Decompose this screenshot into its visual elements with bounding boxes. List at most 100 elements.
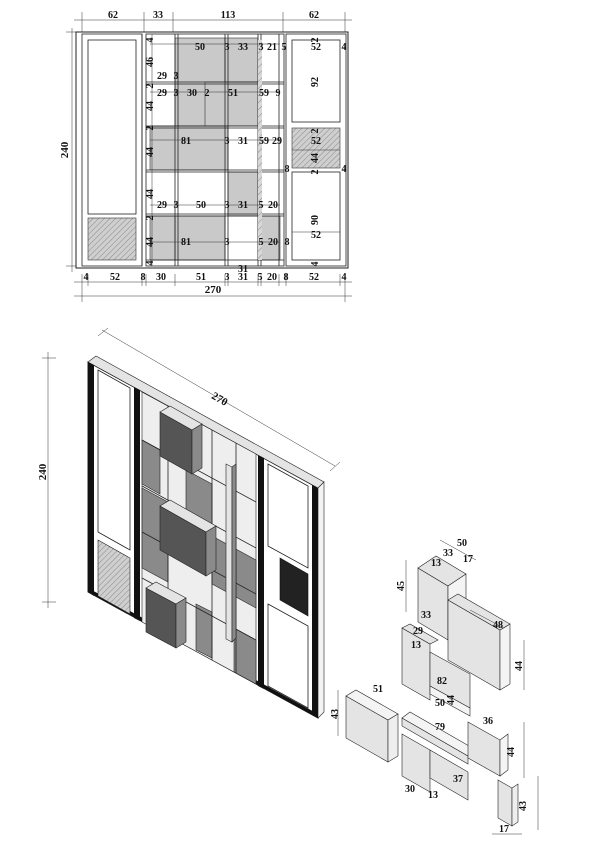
plan-label-p49: 5 — [259, 237, 264, 248]
exploded-label-e21: 13 — [428, 790, 438, 801]
plan-label-p47: 81 — [181, 237, 191, 248]
iso-width-dim: 270 — [209, 390, 230, 409]
plan-label-p41: 5 — [259, 200, 264, 211]
iso-box-top — [159, 405, 203, 475]
exploded-label-e23: 17 — [499, 824, 509, 835]
exploded-view: 50 33 17 13 45 48 33 29 13 44 82 44 50 5… — [330, 538, 539, 835]
exploded-label-e16: 79 — [435, 722, 445, 733]
iso-vertical-column — [225, 463, 233, 643]
exploded-label-e5: 45 — [396, 581, 407, 591]
plan-label-p51: 8 — [285, 237, 290, 248]
plan-bottom-dim-12: 4 — [342, 272, 347, 283]
plan-label-p27: 29 — [272, 136, 282, 147]
exploded-label-e8: 29 — [413, 626, 423, 637]
plan-label-p40: 31 — [238, 200, 248, 211]
plan-label-p3: 33 — [238, 42, 248, 53]
plan-bottom-dim-8: 5 — [258, 272, 263, 283]
plan-bottom-dimension-line — [74, 274, 352, 302]
plan-label-p19: 59 — [259, 88, 269, 99]
plan-label-p29: 52 — [311, 136, 321, 147]
plan-label-p54: 4 — [310, 262, 321, 267]
plan-label-p10: 46 — [145, 57, 156, 67]
exploded-piece-middle — [401, 623, 471, 717]
plan-label-p30: 44 — [310, 153, 321, 163]
plan-label-p2: 3 — [225, 42, 230, 53]
plan-left-hatched-panel — [87, 217, 137, 261]
exploded-label-e22: 43 — [518, 801, 529, 811]
exploded-label-e13: 50 — [435, 698, 445, 709]
plan-total-width: 270 — [205, 284, 222, 296]
exploded-piece-slab — [345, 689, 399, 763]
exploded-label-e9: 13 — [411, 640, 421, 651]
plan-label-p5: 21 — [267, 42, 277, 53]
plan-label-p31: 44 — [145, 147, 156, 157]
plan-label-p14: 29 — [157, 88, 167, 99]
plan-label-p39: 3 — [225, 200, 230, 211]
plan-bottom-dim-9: 20 — [267, 272, 277, 283]
plan-label-p35: 44 — [145, 189, 156, 199]
exploded-label-e10: 44 — [514, 661, 525, 671]
plan-label-p32: 8 — [285, 164, 290, 175]
plan-label-p21: 44 — [145, 101, 156, 111]
iso-height-dim: 240 — [37, 463, 49, 480]
plan-label-p36: 29 — [157, 200, 167, 211]
exploded-label-e12: 44 — [446, 695, 457, 705]
plan-label-p52: 4 — [145, 261, 156, 266]
exploded-label-e17: 36 — [483, 716, 493, 727]
plan-top-dimension-line — [74, 12, 352, 34]
plan-bottom-dim-5: 51 — [196, 272, 206, 283]
plan-right-panel — [285, 33, 347, 267]
plan-right-hatched-panel — [291, 127, 341, 169]
plan-top-dim-1: 62 — [108, 10, 118, 21]
exploded-label-e20: 30 — [405, 784, 415, 795]
plan-bottom-dim-11: 52 — [309, 272, 319, 283]
plan-label-p18: 51 — [228, 88, 238, 99]
exploded-label-e2: 33 — [443, 548, 453, 559]
plan-label-p34: 4 — [342, 164, 347, 175]
plan-label-p37: 3 — [174, 200, 179, 211]
plan-bottom-dim-2: 52 — [110, 272, 120, 283]
plan-label-p55: 2 — [145, 84, 156, 89]
plan-top-dim-3: 113 — [221, 10, 235, 21]
exploded-label-e3: 17 — [463, 554, 473, 565]
plan-bottom-dim-4: 30 — [156, 272, 166, 283]
plan-label-p43: 90 — [310, 215, 321, 225]
plan-label-p13: 92 — [310, 77, 321, 87]
plan-bottom-dim-3: 8 — [141, 272, 146, 283]
exploded-label-e15: 43 — [330, 709, 341, 719]
plan-label-p45: 52 — [311, 230, 321, 241]
exploded-label-e7: 33 — [421, 610, 431, 621]
exploded-label-e14: 51 — [373, 684, 383, 695]
isometric-view: 240 270 — [37, 327, 341, 719]
exploded-label-e6: 48 — [493, 620, 503, 631]
exploded-piece-top — [417, 555, 511, 691]
plan-label-p23: 81 — [181, 136, 191, 147]
plan-label-p16: 30 — [187, 88, 197, 99]
plan-label-p6: 5 — [282, 42, 287, 53]
plan-label-p12: 3 — [174, 71, 179, 82]
plan-label-p9: 4 — [145, 38, 156, 43]
iso-box-bottom — [145, 581, 187, 649]
plan-label-p48: 3 — [225, 237, 230, 248]
plan-label-p7: 52 — [311, 42, 321, 53]
plan-label-p44: 2 — [145, 216, 156, 221]
plan-view: 62 33 113 62 240 — [59, 10, 352, 302]
plan-label-p8: 4 — [342, 42, 347, 53]
exploded-label-e19: 37 — [453, 774, 463, 785]
plan-label-p1: 50 — [195, 42, 205, 53]
exploded-label-e4: 13 — [431, 558, 441, 569]
exploded-piece-lower — [401, 711, 509, 801]
plan-label-p42: 20 — [268, 200, 278, 211]
exploded-label-e1: 50 — [457, 538, 467, 549]
plan-height-dim: 240 — [59, 141, 71, 158]
plan-label-p11: 29 — [157, 71, 167, 82]
plan-label-p28: 2 — [310, 129, 321, 134]
plan-label-p53: 31 — [238, 264, 248, 275]
plan-label-p20: 9 — [276, 88, 281, 99]
plan-label-p38: 50 — [196, 200, 206, 211]
exploded-piece-small — [497, 779, 519, 827]
plan-label-p17: 2 — [205, 88, 210, 99]
plan-label-p33: 2 — [310, 170, 321, 175]
plan-central-grid — [145, 33, 285, 267]
